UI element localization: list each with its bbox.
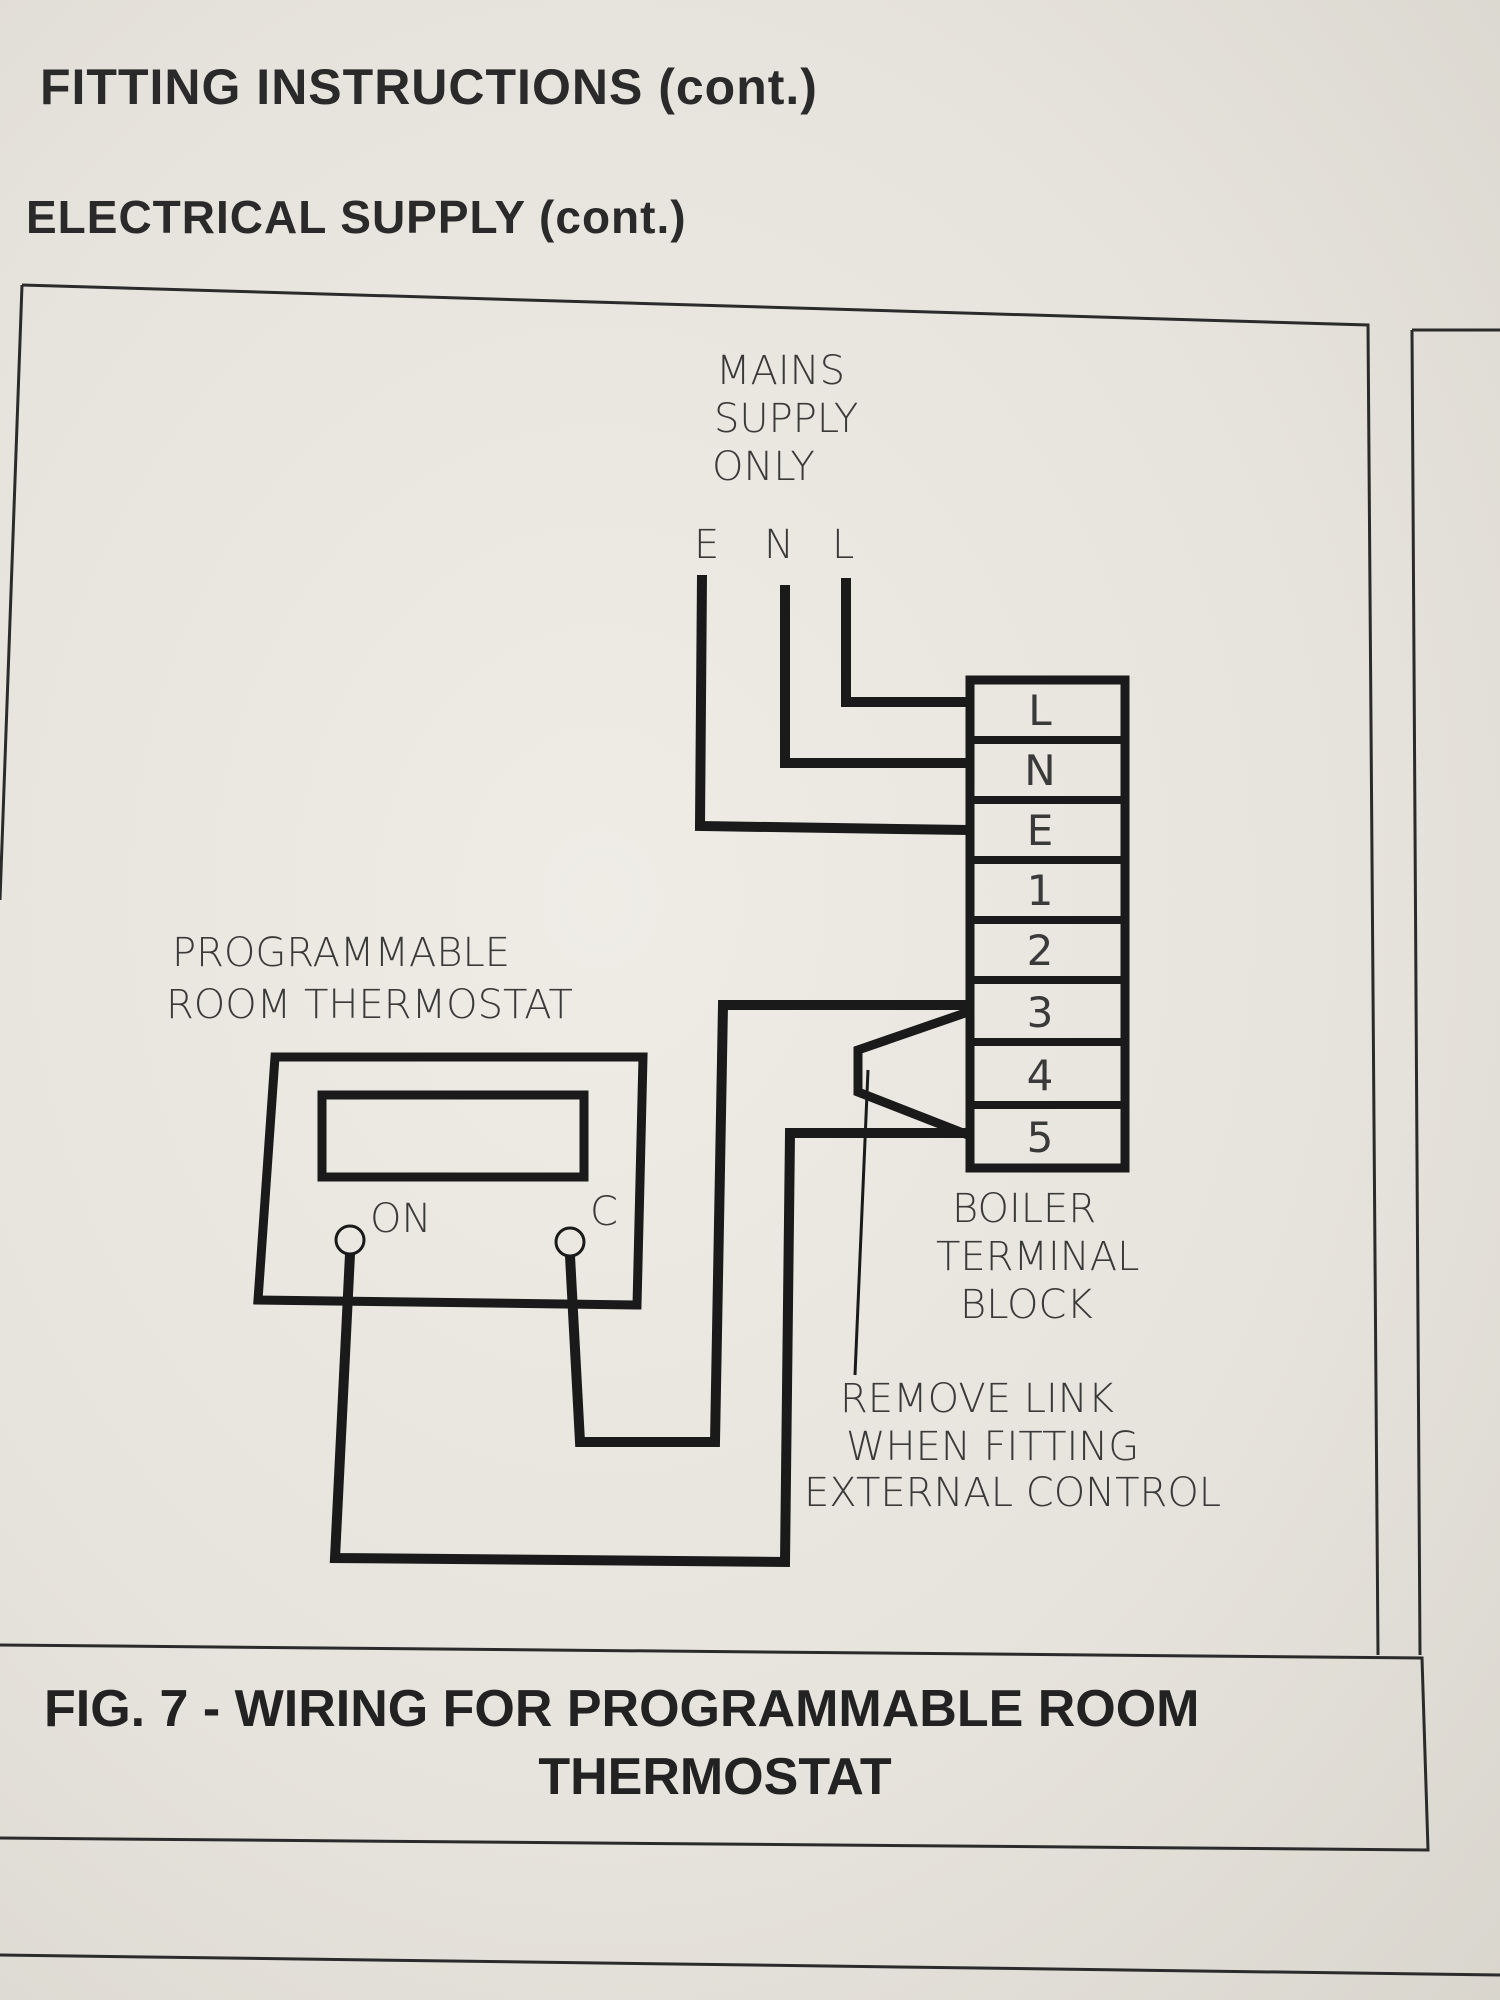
wire-l [841, 578, 968, 707]
terminal-n: N [1024, 746, 1055, 795]
link-note-3: EXTERNAL CONTROL [804, 1470, 1221, 1516]
thermostat-label-1: PROGRAMMABLE [172, 930, 510, 976]
terminal-e: E [1027, 806, 1054, 855]
mains-label-2: SUPPLY [714, 396, 858, 442]
link-pointer-line [853, 1069, 870, 1376]
terminal-5: 5 [1027, 1113, 1054, 1162]
figure-caption: FIG. 7 - WIRING FOR PROGRAMMABLE ROOM TH… [30, 1675, 1400, 1811]
wire-label-l: L [832, 522, 854, 568]
terminal-block-label-1: BOILER [952, 1186, 1096, 1232]
wire-on-to-5 [329, 1128, 968, 1568]
terminal-4: 4 [1027, 1051, 1054, 1100]
terminal-link [853, 1007, 970, 1140]
link-note-1: REMOVE LINK [840, 1376, 1114, 1422]
figure-frame [0, 283, 1500, 1977]
terminal-on-circle [334, 1224, 366, 1256]
thermostat-label-2: ROOM THERMOSTAT [166, 982, 573, 1028]
caption-line-1: FIG. 7 - WIRING FOR PROGRAMMABLE ROOM [44, 1680, 1200, 1738]
thermostat-display [317, 1090, 589, 1182]
section-title: FITTING INSTRUCTIONS (cont.) [40, 59, 818, 115]
boiler-terminal-block: L N E 1 2 3 4 5 [965, 675, 1130, 1173]
wire-c-to-3 [565, 1000, 968, 1447]
caption-line-2: THERMOSTAT [538, 1748, 892, 1806]
terminal-block-label-2: TERMINAL [936, 1234, 1139, 1280]
wire-n [780, 585, 968, 768]
terminal-l: L [1028, 686, 1052, 735]
mains-wires [694, 574, 969, 835]
wire-e [694, 574, 969, 835]
link-note-2: WHEN FITTING [846, 1424, 1139, 1470]
terminal-3: 3 [1027, 988, 1054, 1037]
section-subtitle: ELECTRICAL SUPPLY (cont.) [26, 191, 687, 243]
terminal-1: 1 [1027, 866, 1054, 915]
terminal-block-label-3: BLOCK [960, 1282, 1093, 1328]
thermostat-wires [329, 1000, 968, 1568]
wire-label-n: N [764, 522, 794, 568]
mains-label-3: ONLY [712, 444, 815, 490]
terminal-2: 2 [1027, 926, 1054, 975]
terminal-c-circle [554, 1226, 586, 1258]
mains-label-1: MAINS [716, 348, 845, 394]
thermostat-unit [253, 1052, 648, 1310]
thermostat-on-label: ON [370, 1196, 431, 1242]
thermostat-c-label: C [590, 1189, 618, 1235]
wire-label-e: E [694, 522, 719, 568]
